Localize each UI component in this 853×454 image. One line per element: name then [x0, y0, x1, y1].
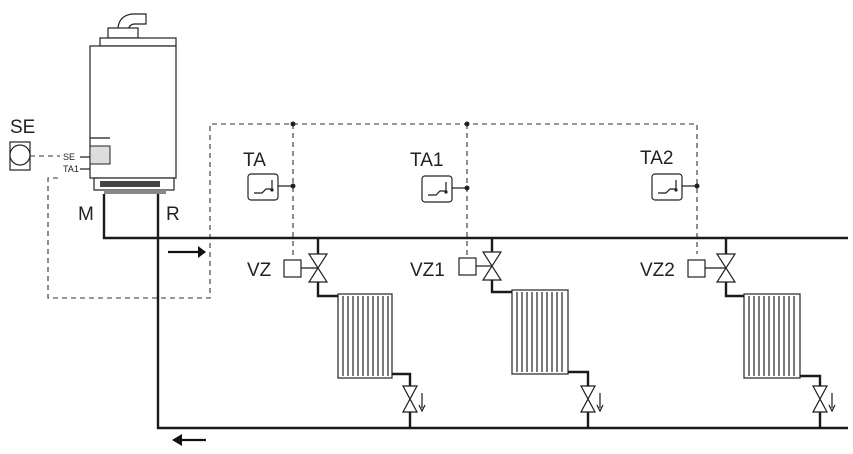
thermostat-ta2-icon [651, 173, 683, 201]
flow-direction-arrow [168, 246, 206, 258]
zone-3-supply [724, 282, 746, 298]
zone-3: VZ2 [640, 238, 836, 428]
boiler-top [99, 37, 177, 47]
flue-collar [107, 27, 139, 39]
flow-label: M [78, 204, 94, 225]
external-sensor-label: SE [10, 117, 35, 138]
thermostat-ta1-label: TA1 [410, 150, 443, 171]
thermostat-ta: TA [243, 150, 293, 201]
thermostat-ta-label: TA [243, 150, 266, 171]
flow-pipe [102, 194, 848, 240]
zone-valve-vz1-icon [481, 251, 503, 281]
zone-1-return [392, 372, 412, 386]
external-sensor-icon [9, 144, 31, 166]
boiler [89, 13, 177, 194]
thermostat-ta1-icon [421, 175, 453, 203]
zone-2-return [568, 370, 590, 386]
external-sensor: SE [9, 117, 35, 171]
return-direction-arrow [172, 434, 206, 446]
zone-3-return [800, 374, 822, 386]
zone-valve-vz2-actuator [687, 259, 706, 278]
lockshield-2-icon [579, 385, 597, 413]
boiler-panel [89, 145, 111, 165]
zone-1: VZ [247, 238, 426, 428]
radiator-1 [337, 293, 393, 379]
zone-valve-vz2-icon [715, 253, 737, 283]
lockshield-3-icon [811, 385, 829, 413]
zone-valve-vz-label: VZ [247, 260, 272, 281]
zone-valve-vz1-label: VZ1 [410, 260, 445, 281]
return-label: R [166, 204, 180, 225]
zone-2: VZ1 [410, 238, 604, 428]
thermostat-ta1: TA1 [410, 150, 467, 203]
sensor-wire-se-label: SE [63, 152, 75, 162]
zone-valve-vz-actuator [283, 259, 302, 278]
control-wiring [47, 123, 698, 299]
boiler-connections [100, 181, 160, 187]
zone-1-supply [316, 282, 340, 298]
lockshield-1-icon [401, 385, 419, 413]
zone-2-supply [490, 280, 514, 294]
thermostat-ta2: TA2 [640, 148, 697, 201]
thermostat-ta2-label: TA2 [640, 148, 673, 169]
thermostat-ta-icon [247, 173, 279, 201]
radiator-2 [511, 289, 569, 375]
radiator-3 [743, 293, 801, 379]
zone-valve-vz1-actuator [458, 257, 477, 276]
sensor-wire-ta1-label: TA1 [63, 164, 79, 174]
zone-valve-vz-icon [307, 253, 329, 283]
zone-valve-vz2-label: VZ2 [640, 260, 675, 281]
return-pipe [156, 194, 848, 430]
